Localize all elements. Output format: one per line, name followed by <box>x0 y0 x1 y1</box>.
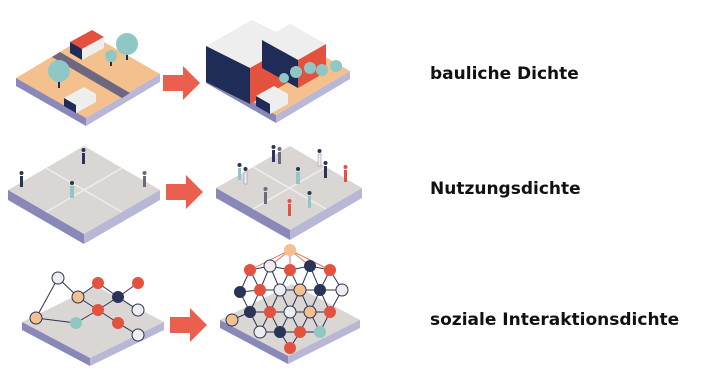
network-node-icon <box>314 284 326 296</box>
arrow-icon <box>163 66 200 100</box>
network-node-icon <box>324 264 336 276</box>
person-icon <box>307 191 312 208</box>
network-node-icon <box>284 264 296 276</box>
network-node-icon <box>284 244 296 256</box>
network-node-icon <box>92 304 104 316</box>
tree-icon <box>304 62 316 74</box>
house-icon <box>256 86 288 114</box>
tile-before-sparse-buildings <box>16 30 160 126</box>
arrow-icon <box>170 308 207 342</box>
person-icon <box>271 145 276 162</box>
network-node-icon <box>70 317 82 329</box>
network-node-icon <box>131 303 145 317</box>
tile-before-few-people <box>8 146 160 244</box>
tile-after-dense-buildings <box>206 20 350 123</box>
person-icon <box>70 181 74 198</box>
person-icon <box>19 171 24 187</box>
person-icon <box>287 199 292 216</box>
tree-icon <box>48 60 70 88</box>
person-icon <box>277 147 282 164</box>
row-building-density <box>16 20 350 126</box>
label-social-interaction-density: soziale Interaktionsdichte <box>430 310 680 330</box>
network-node-icon <box>293 283 307 297</box>
network-node-icon <box>264 306 276 318</box>
person-icon <box>296 167 300 184</box>
network-node-icon <box>234 286 246 298</box>
person-icon <box>317 149 322 167</box>
row-usage-density <box>8 145 362 244</box>
network-node-icon <box>132 277 144 289</box>
tile-after-many-people <box>216 145 362 240</box>
tree-icon <box>279 73 289 83</box>
arrow-icon <box>166 175 203 209</box>
network-node-icon <box>112 317 124 329</box>
network-node-icon <box>253 325 267 339</box>
tree-icon <box>105 50 117 66</box>
person-icon <box>263 187 268 204</box>
network-node-icon <box>263 259 277 273</box>
network-node-icon <box>335 283 349 297</box>
tree-icon <box>330 60 342 72</box>
network-node-icon <box>112 291 124 303</box>
person-icon <box>323 161 328 178</box>
tile-after-dense-network <box>220 244 360 364</box>
tree-icon <box>290 66 302 78</box>
tree-icon <box>116 33 138 60</box>
network-node-icon <box>29 311 43 325</box>
person-icon <box>237 163 242 180</box>
network-node-icon <box>283 305 297 319</box>
person-icon <box>81 148 86 164</box>
label-usage-density: Nutzungsdichte <box>430 179 581 199</box>
network-node-icon <box>304 260 316 272</box>
network-node-icon <box>131 328 145 342</box>
label-building-density: bauliche Dichte <box>430 64 579 84</box>
row-social-interaction-density <box>22 244 360 366</box>
network-node-icon <box>92 277 104 289</box>
network-node-icon <box>294 326 306 338</box>
network-node-icon <box>284 342 296 354</box>
person-icon <box>142 171 147 187</box>
house-icon <box>64 87 96 113</box>
tree-icon <box>316 64 328 76</box>
network-node-icon <box>71 290 85 304</box>
network-node-icon <box>254 284 266 296</box>
network-node-icon <box>244 306 256 318</box>
network-node-icon <box>244 264 256 276</box>
person-icon <box>343 165 348 182</box>
person-icon <box>243 167 248 185</box>
network-node-icon <box>314 326 326 338</box>
network-node-icon <box>324 306 336 318</box>
network-node-icon <box>303 305 317 319</box>
network-node-icon <box>274 326 286 338</box>
network-node-icon <box>225 313 239 327</box>
network-node-icon <box>51 271 65 285</box>
tile-before-sparse-network <box>22 271 164 366</box>
network-node-icon <box>273 283 287 297</box>
house-icon <box>70 30 104 60</box>
